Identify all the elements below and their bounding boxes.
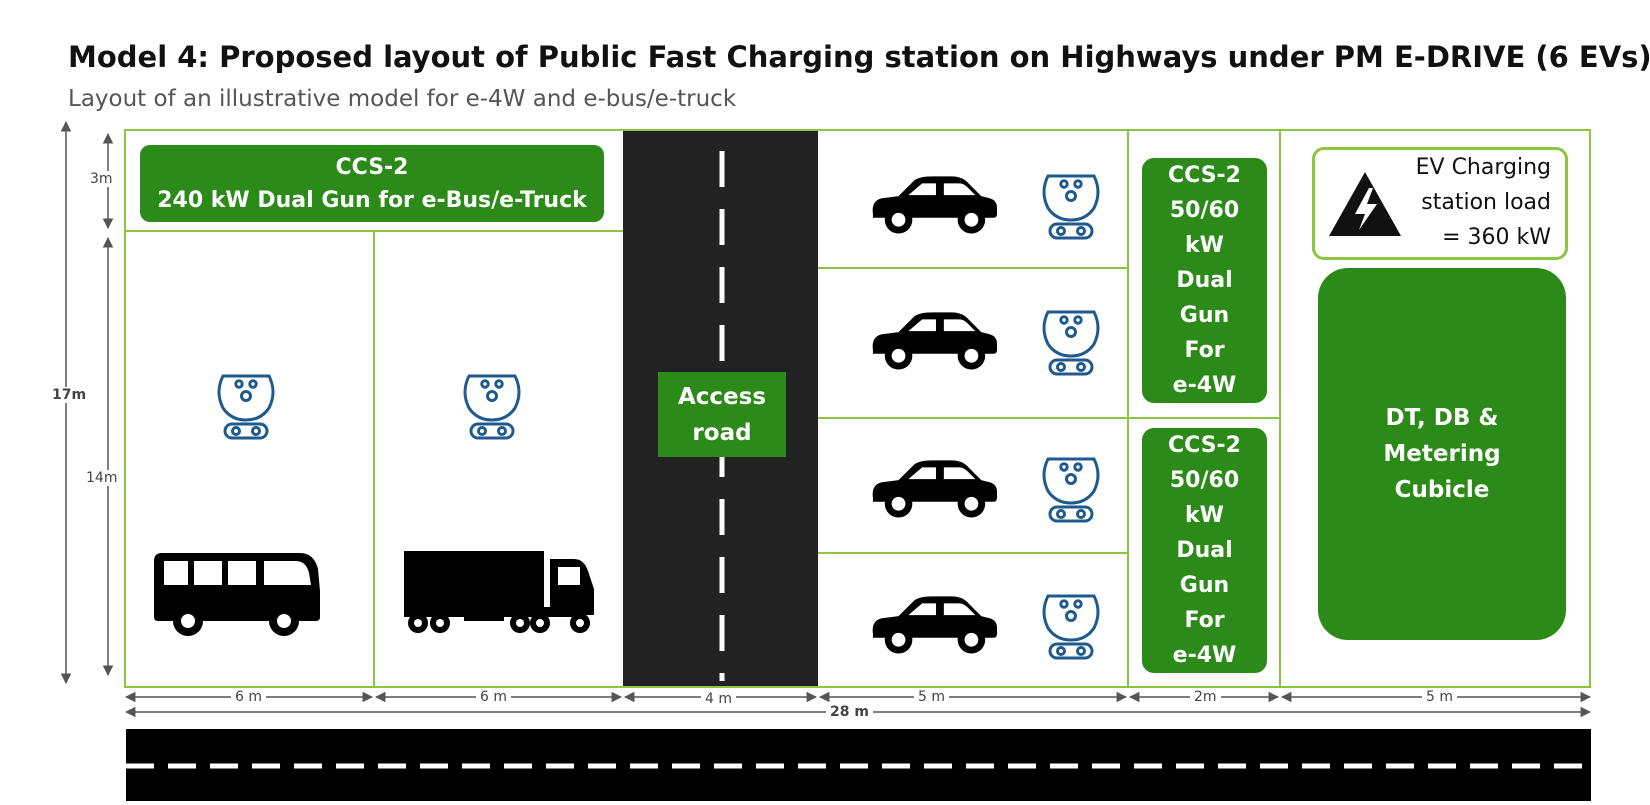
dim-width-road: 4 m (701, 691, 736, 707)
dim-width-truck: 6 m (476, 689, 511, 705)
station-load-text: EV Charging station load = 360 kW (1415, 155, 1551, 250)
warning-lightning-icon (1329, 172, 1401, 236)
page-title: Model 4: Proposed layout of Public Fast … (68, 40, 1650, 74)
dim-total-width: 28 m (826, 704, 873, 720)
access-road-label: Access road (658, 372, 786, 457)
dim-bottom-14m: 14m (82, 470, 122, 486)
ccs2-240kw-label: CCS-2 240 kW Dual Gun for e-Bus/e-Truck (140, 145, 604, 222)
dim-width-cubicle: 5 m (1422, 689, 1457, 705)
truck-icon (404, 551, 594, 633)
dim-width-charger: 2m (1190, 689, 1221, 705)
ccs2-50kw-top-label: CCS-2 50/60 kW Dual Gun For e-4W (1142, 158, 1267, 403)
highway (126, 729, 1591, 801)
dt-db-metering-cubicle: DT, DB & Metering Cubicle (1318, 268, 1566, 640)
station-load-note: EV Charging station load = 360 kW (1312, 147, 1568, 260)
dim-width-cars: 5 m (914, 689, 949, 705)
dim-total-17m: 17m (48, 387, 91, 403)
page-subtitle: Layout of an illustrative model for e-4W… (68, 86, 737, 112)
bus-icon (154, 553, 320, 636)
ccs2-50kw-bottom-label: CCS-2 50/60 kW Dual Gun For e-4W (1142, 428, 1267, 673)
dim-width-bus: 6 m (231, 689, 266, 705)
dim-top-3m: 3m (86, 171, 117, 187)
site-boundary (124, 129, 1591, 688)
highway-markings (126, 763, 1591, 769)
